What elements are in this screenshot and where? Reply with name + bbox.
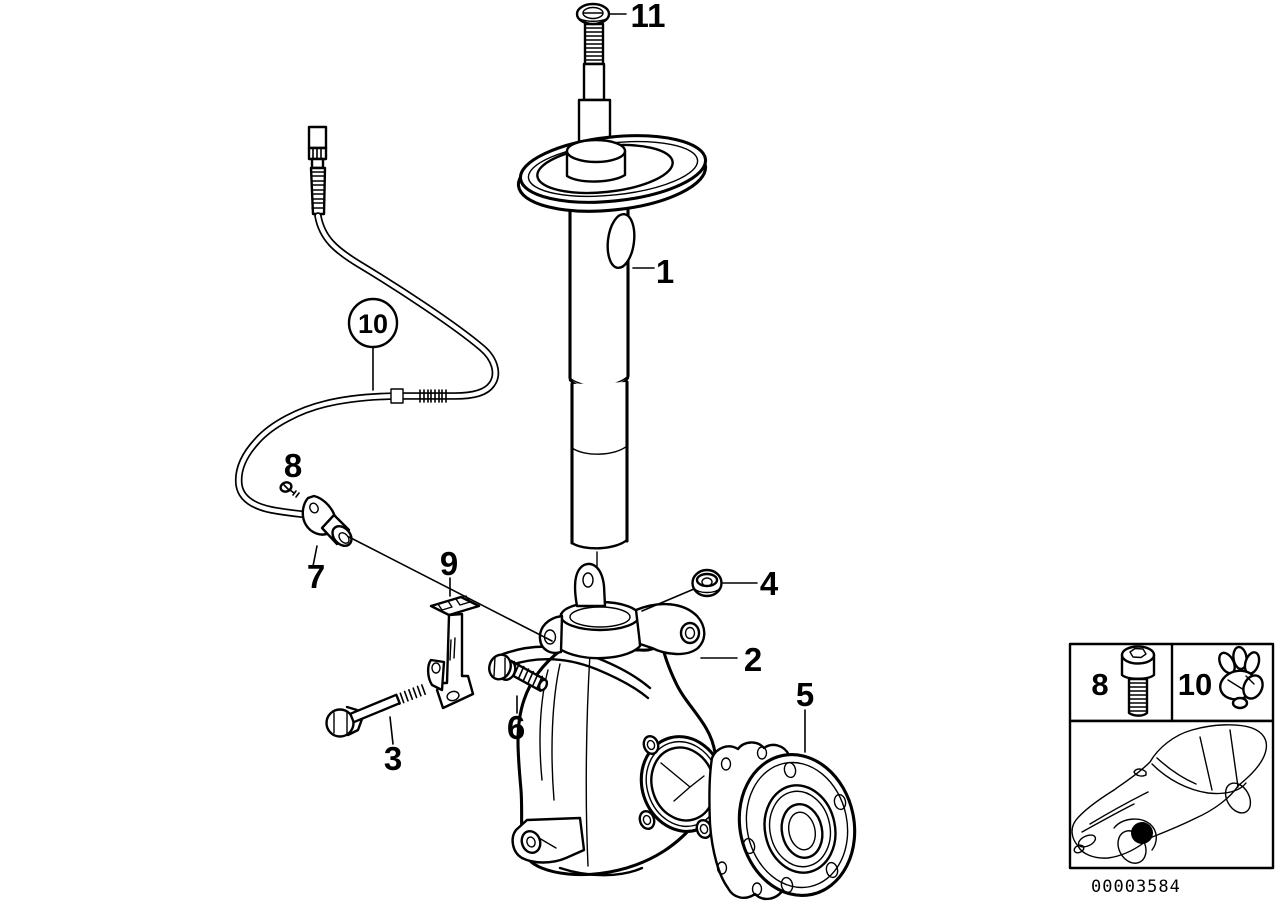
sensor-screw-drawing bbox=[279, 481, 300, 498]
strut-tube-drawing bbox=[568, 196, 636, 628]
callout-1-label: 1 bbox=[656, 253, 674, 290]
cable-bracket-drawing: 9 bbox=[426, 545, 481, 710]
car-location-thumbnail bbox=[1071, 724, 1268, 864]
abs-sensor-cable-drawing: 10 bbox=[234, 125, 500, 519]
callout-5-label: 5 bbox=[796, 676, 814, 713]
spring-seat-plate-drawing bbox=[516, 134, 708, 213]
steering-knuckle-drawing: 2 bbox=[496, 562, 762, 877]
callout-4-label: 4 bbox=[760, 565, 779, 602]
wheel-hub-drawing: 5 bbox=[708, 676, 857, 901]
callout-11-label: 11 bbox=[631, 0, 666, 34]
callout-8-label: 8 bbox=[284, 447, 302, 484]
cable-clip-icon bbox=[1218, 645, 1264, 710]
socket-head-bolt-icon bbox=[1120, 645, 1156, 717]
callout-3-label: 3 bbox=[384, 740, 402, 777]
callout-10-circle bbox=[347, 297, 399, 349]
nut-to-knuckle-line bbox=[641, 588, 695, 612]
callout-2-label: 2 bbox=[744, 641, 762, 678]
callout-3-leader bbox=[389, 716, 394, 745]
strut-rod-nut-drawing bbox=[575, 2, 611, 26]
cable-ferrule bbox=[390, 388, 404, 404]
callout-6-label: 6 bbox=[507, 709, 525, 746]
location-dot bbox=[1131, 822, 1153, 844]
callout-9-label: 9 bbox=[440, 545, 458, 582]
abs-sensor-drawing bbox=[301, 494, 353, 547]
hex-bolt-drawing: 3 bbox=[325, 684, 426, 777]
rear-wheel-outline bbox=[1224, 782, 1252, 814]
callout-7-label: 7 bbox=[307, 558, 325, 595]
strut-assembly-drawing: 1 11 bbox=[516, 0, 708, 628]
strut-label-oval bbox=[606, 212, 636, 270]
callout-10-label: 10 bbox=[358, 309, 388, 339]
inset-bolt-label: 8 bbox=[1091, 667, 1108, 702]
flange-bolt-drawing: 6 bbox=[488, 653, 549, 746]
piston-rod-drawing bbox=[577, 22, 612, 154]
inset-clip-label: 10 bbox=[1178, 667, 1212, 702]
inset-key-box: 8 10 bbox=[1068, 642, 1275, 897]
callout-7-leader bbox=[312, 545, 318, 567]
diagram-code-label: 00003584 bbox=[1091, 877, 1181, 897]
cable-connector-drawing bbox=[307, 125, 328, 216]
clamp-nut-drawing: 4 bbox=[641, 565, 779, 612]
